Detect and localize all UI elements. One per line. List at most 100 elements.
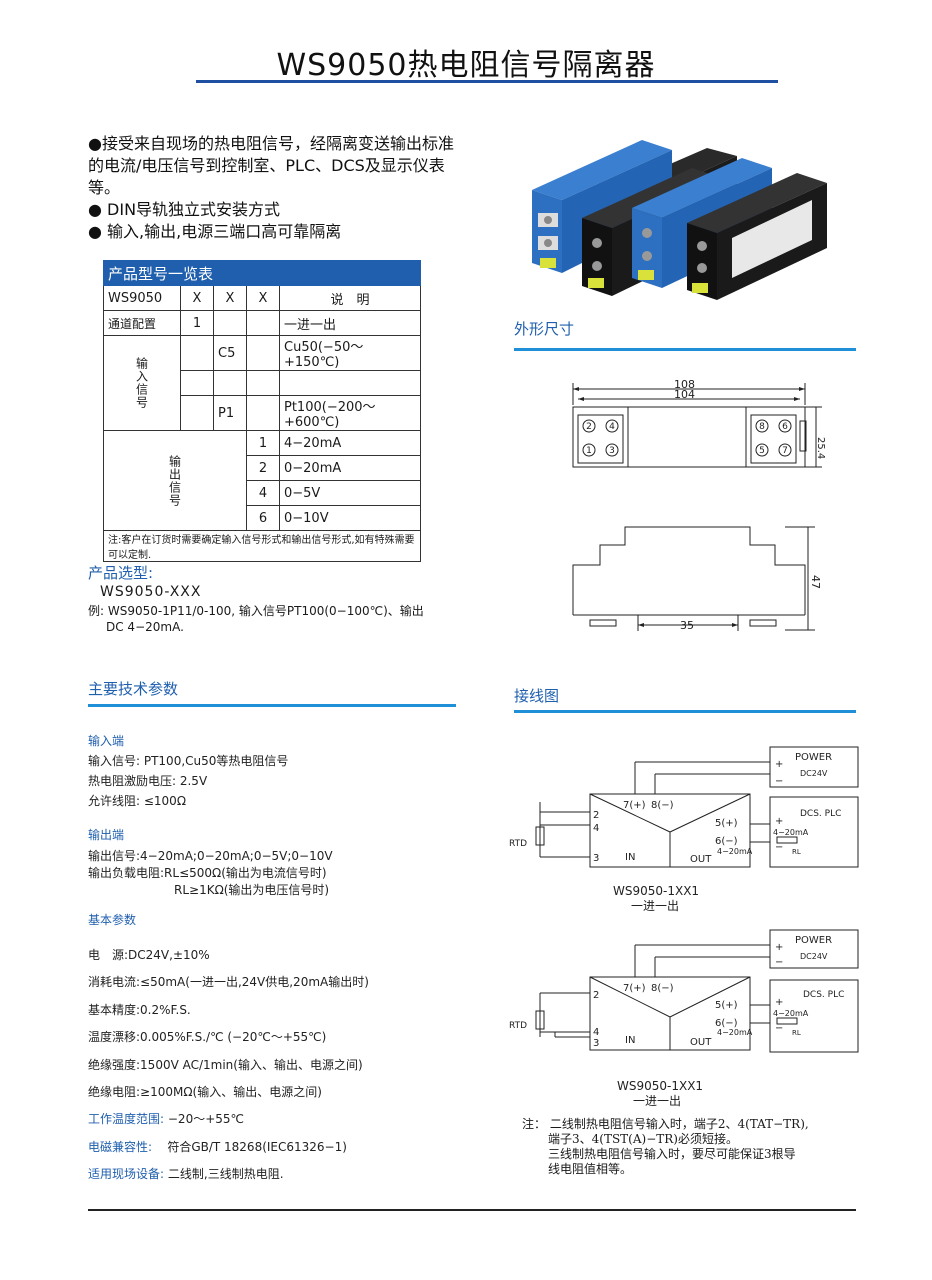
w2-plus-dcs: + bbox=[775, 997, 783, 1008]
table-cell-desc-header: 说 明 bbox=[279, 285, 421, 311]
param-line: 输出信号:4−20mA;0−20mA;0−5V;0−10V bbox=[88, 849, 333, 863]
note-line: 注： 二线制热电阻信号输入时，端子2、4(TAT−TR), bbox=[522, 1117, 809, 1131]
wiring-rule bbox=[514, 710, 856, 713]
w1-out: OUT bbox=[690, 854, 712, 865]
w2-minus-power: − bbox=[775, 957, 783, 968]
table-cell-input-code bbox=[213, 370, 247, 396]
note-line: 端子3、4(TST(A)−TR)必须短接。 bbox=[548, 1132, 738, 1146]
w1-dcs: DCS. PLC bbox=[800, 809, 841, 819]
wiring-heading: 接线图 bbox=[514, 687, 560, 705]
w1-t6: 6(−) bbox=[715, 836, 738, 847]
params-basic-title: 基本参数 bbox=[88, 913, 137, 927]
table-row: 输入信号 C5 Cu50(−50～+150℃) bbox=[103, 335, 421, 431]
table-row: 注:客户在订货时需要确定输入信号形式和输出信号形式,如有特殊需要可以定制. bbox=[103, 530, 421, 562]
terminal-label: 6 bbox=[782, 422, 788, 432]
table-cell-output-code: 2 bbox=[246, 455, 280, 481]
table-row: 6 0−10V bbox=[104, 505, 421, 531]
w1-plus-dcs: + bbox=[775, 816, 783, 827]
page-title: WS9050热电阻信号隔离器 bbox=[276, 48, 656, 83]
w1-ma-box: 4−20mA bbox=[773, 828, 809, 837]
w2-in: IN bbox=[625, 1035, 635, 1046]
emc-value: 符合GB/T 18268(IEC61326−1) bbox=[167, 1139, 347, 1154]
w1-t2: 2 bbox=[593, 810, 599, 821]
w1-t7: 7(+) bbox=[623, 800, 646, 811]
dim-108: 108 bbox=[674, 378, 695, 391]
dimensions-heading: 外形尺寸 bbox=[514, 320, 575, 338]
w2-minus-dcs: − bbox=[775, 1023, 783, 1034]
w1-rl: RL bbox=[792, 848, 801, 856]
terminal-label: 2 bbox=[586, 422, 592, 432]
field-label: 适用现场设备: bbox=[88, 1167, 165, 1182]
w1-dc24: DC24V bbox=[800, 769, 828, 778]
w1-t3: 3 bbox=[593, 853, 599, 864]
table-header: 产品型号一览表 bbox=[103, 260, 421, 286]
terminal-label: 4 bbox=[609, 422, 615, 432]
intro-bullet-1: ●接受来自现场的热电阻信号，经隔离变送输出标准的电流/电压信号到控制室、PLC、… bbox=[88, 134, 454, 197]
param-line: 绝缘强度:1500V AC/1min(输入、输出、电源之间) bbox=[88, 1057, 363, 1072]
temp-label: 工作温度范围: bbox=[88, 1112, 165, 1127]
w2-rl: RL bbox=[792, 1029, 801, 1037]
params-heading: 主要技术参数 bbox=[88, 680, 179, 698]
dimension-drawing: 108 104 35 25.4 47 2 4 1 3 8 6 5 7 bbox=[572, 378, 826, 632]
table-cell-input-desc: Cu50(−50～+150℃) bbox=[279, 335, 421, 371]
table-cell-channel-code: 1 bbox=[180, 310, 214, 336]
table-cell-channel-label: 通道配置 bbox=[103, 310, 181, 336]
w2-t4: 4 bbox=[593, 1027, 599, 1038]
param-line: 允许线阻: ≤100Ω bbox=[88, 794, 186, 808]
table-cell-output-desc: 0−5V bbox=[279, 480, 421, 506]
w1-t5: 5(+) bbox=[715, 818, 738, 829]
bottom-rule bbox=[88, 1209, 856, 1211]
terminal-label: 7 bbox=[782, 446, 788, 456]
wiring-diagram-1: 7(+) 8(−) 5(+) 6(−) 2 4 3 IN OUT RTD POW… bbox=[509, 746, 859, 913]
table-note: 注:客户在订货时需要确定输入信号形式和输出信号形式,如有特殊需要可以定制. bbox=[103, 530, 421, 562]
title-underline bbox=[196, 80, 778, 83]
w2-t6: 6(−) bbox=[715, 1018, 738, 1029]
param-line: 电 源:DC24V,±10% bbox=[88, 948, 210, 962]
table-row: 输出信号 1 4−20mA bbox=[103, 430, 421, 531]
table-cell-input-desc: Pt100(−200～+600℃) bbox=[279, 395, 421, 431]
w1-minus-power: − bbox=[775, 776, 783, 787]
w1-desc: 一进一出 bbox=[631, 899, 679, 913]
param-line: 绝缘电阻:≥100MΩ(输入、输出、电源之间) bbox=[88, 1085, 322, 1100]
w1-in: IN bbox=[625, 852, 635, 863]
note-line: 线电阻值相等。 bbox=[548, 1162, 633, 1176]
w1-minus-dcs: − bbox=[775, 842, 783, 853]
table-cell-output-desc: 4−20mA bbox=[279, 430, 421, 456]
selection-example: 例: WS9050-1P11/0-100, 输入信号PT100(0−100℃)、… bbox=[88, 603, 458, 635]
terminal-label: 8 bbox=[759, 422, 765, 432]
w1-power: POWER bbox=[795, 752, 832, 763]
selection-example-line1: 例: WS9050-1P11/0-100, 输入信号PT100(0−100℃)、… bbox=[88, 604, 424, 618]
param-line: 温度漂移:0.005%F.S./℃ (−20℃～+55℃) bbox=[88, 1030, 327, 1045]
params-input-title: 输入端 bbox=[88, 734, 125, 748]
param-line: 电磁兼容性: 符合GB/T 18268(IEC61326−1) bbox=[88, 1134, 369, 1161]
w1-t4: 4 bbox=[593, 823, 599, 834]
table-cell-output-desc: 0−10V bbox=[279, 505, 421, 531]
table-row: 通道配置 1 一进一出 bbox=[103, 310, 421, 336]
params-input-list: 输入信号: PT100,Cu50等热电阻信号 热电阻激励电压: 2.5V 允许线… bbox=[88, 751, 288, 811]
wiring-note: 注： 二线制热电阻信号输入时，端子2、4(TAT−TR), 端子3、4(TST(… bbox=[522, 1117, 862, 1177]
table-cell-input-code: P1 bbox=[213, 395, 247, 431]
w1-t8: 8(−) bbox=[651, 800, 674, 811]
table-cell-output-label: 输出信号 bbox=[167, 454, 182, 507]
w2-plus-power: + bbox=[775, 942, 783, 953]
w2-t3: 3 bbox=[593, 1038, 599, 1049]
table-cell-output-desc: 0−20mA bbox=[279, 455, 421, 481]
param-line: 输入信号: PT100,Cu50等热电阻信号 bbox=[88, 754, 289, 768]
param-line: 输出负载电阻:RL≤500Ω(输出为电流信号时) bbox=[88, 866, 327, 880]
params-output-list: 输出信号:4−20mA;0−20mA;0−5V;0−10V 输出负载电阻:RL≤… bbox=[88, 848, 333, 899]
param-line: RL≥1KΩ(输出为电压信号时) bbox=[174, 883, 330, 897]
field-value: 二线制,三线制热电阻. bbox=[167, 1167, 284, 1182]
terminal-label: 1 bbox=[586, 446, 592, 456]
table-cell-x2: X bbox=[213, 285, 247, 311]
w1-model: WS9050-1XX1 bbox=[613, 884, 699, 898]
table-cell-output-code: 1 bbox=[246, 430, 280, 456]
selection-example-line2: DC 4−20mA. bbox=[106, 620, 184, 634]
intro-bullet-3: ● 输入,输出,电源三端口高可靠隔离 bbox=[88, 222, 342, 241]
terminal-label: 5 bbox=[759, 446, 765, 456]
w1-ma: 4−20mA bbox=[717, 847, 753, 856]
table-cell-input-code: C5 bbox=[213, 335, 247, 371]
w2-power: POWER bbox=[795, 935, 832, 946]
param-line: 适用现场设备: 二线制,三线制热电阻. bbox=[88, 1161, 369, 1188]
w2-dc24: DC24V bbox=[800, 952, 828, 961]
selection-heading: 产品选型: bbox=[88, 564, 154, 582]
